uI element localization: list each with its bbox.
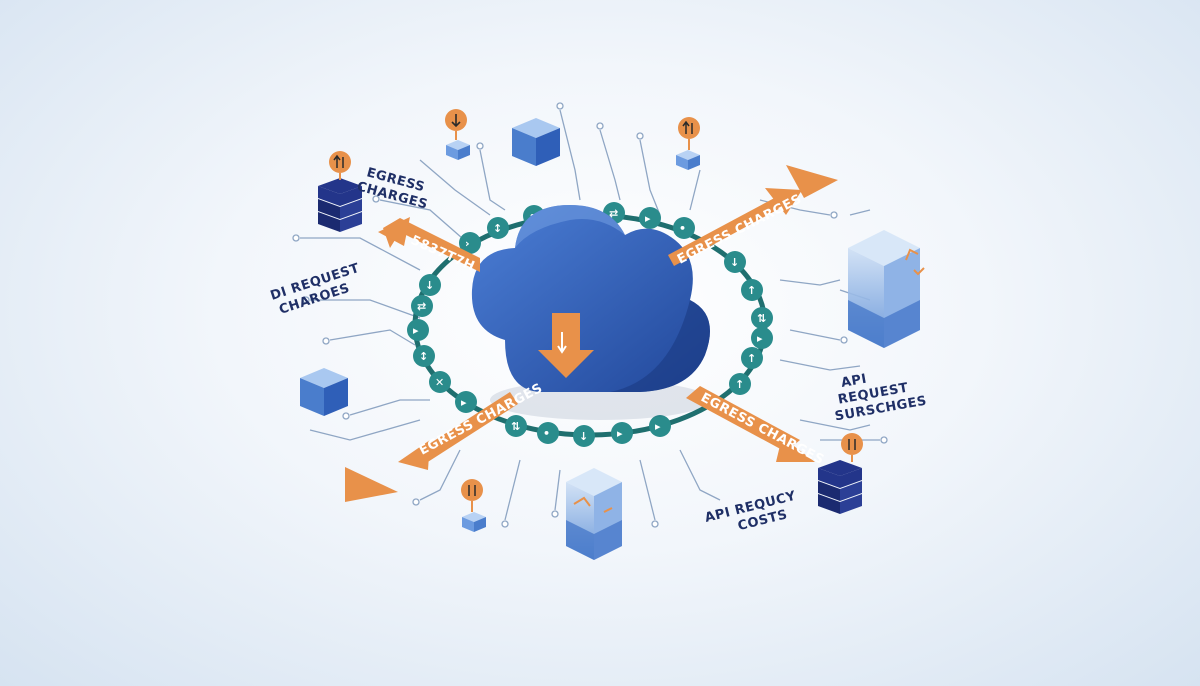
transfer-badge-icon — [445, 109, 467, 140]
svg-text:▸: ▸ — [413, 324, 419, 337]
download-arrow-icon — [538, 313, 594, 378]
svg-text:›: › — [465, 237, 470, 250]
ring-node: ↓ — [419, 274, 441, 296]
svg-text:▸: ▸ — [645, 212, 651, 225]
svg-text:⇅: ⇅ — [511, 420, 520, 433]
transfer-badge-icon — [841, 433, 863, 462]
svg-text:✕: ✕ — [435, 376, 444, 389]
transfer-badge-icon — [329, 151, 351, 180]
egress-charges-label: EGRESS CHARGES — [355, 165, 429, 212]
arrow-bottom-right: EGRESS CHARGES — [686, 386, 827, 468]
api-request-costs-label: API REQUCY COSTS — [703, 489, 797, 534]
ring-node: ⇅ — [751, 307, 773, 329]
ring-node: ↑ — [741, 279, 763, 301]
server-stack-icon — [318, 178, 362, 232]
ring-node: ▸ — [455, 391, 477, 413]
ring-node: ↑ — [729, 373, 751, 395]
server-stack-icon — [818, 460, 862, 514]
di-request-label: DI REQUEST CHAROES — [269, 261, 362, 318]
svg-text:API: API — [840, 372, 868, 391]
svg-text:•: • — [543, 427, 550, 440]
svg-text:↓: ↓ — [730, 256, 739, 269]
svg-text:⇅: ⇅ — [757, 312, 766, 325]
ring-node: › — [459, 232, 481, 254]
ring-node: ▸ — [407, 319, 429, 341]
glass-vault-icon — [566, 468, 622, 560]
svg-text:⇄: ⇄ — [609, 207, 618, 220]
api-request-surcharges-label: API REQUEST SURSCHGES — [834, 372, 928, 425]
arrow-bottom-right-label: EGRESS CHARGES — [698, 390, 826, 468]
arrow-bottom-left-label: EGRESS CHARGES — [417, 381, 545, 459]
connection-ring: › ↕ • ⇄ ▸ • ↓ ↑ ⇅ ▸ ↑ ↑ ↓ ⇄ ▸ ↕ ✕ ▸ ⇅ • … — [407, 202, 773, 447]
ring-node: ▸ — [639, 207, 661, 229]
svg-text:↕: ↕ — [493, 222, 502, 235]
triangle-top-right — [786, 165, 838, 198]
transfer-badge-icon — [461, 479, 483, 512]
svg-text:▸: ▸ — [655, 420, 661, 433]
ring-node: ⇄ — [411, 295, 433, 317]
svg-text:▸: ▸ — [617, 427, 623, 440]
svg-text:↓: ↓ — [579, 430, 588, 443]
svg-text:↑: ↑ — [735, 378, 744, 391]
ring-node: ↓ — [724, 251, 746, 273]
svg-text:▸: ▸ — [461, 396, 467, 409]
storage-block-icon — [512, 118, 560, 166]
ring-node: • — [537, 422, 559, 444]
ring-node: ▸ — [649, 415, 671, 437]
svg-text:↑: ↑ — [747, 352, 756, 365]
ring-node: ▸ — [611, 422, 633, 444]
triangle-bottom-left — [345, 467, 398, 502]
small-block-icon — [462, 512, 486, 532]
ring-node: • — [673, 217, 695, 239]
svg-text:↑: ↑ — [747, 284, 756, 297]
transfer-badge-icon — [678, 117, 700, 150]
storage-block-icon — [300, 368, 348, 416]
ring-node: ⇅ — [505, 415, 527, 437]
svg-text:▸: ▸ — [757, 332, 763, 345]
ring-node: ↓ — [573, 425, 595, 447]
ring-node: ↕ — [487, 217, 509, 239]
svg-text:↓: ↓ — [425, 279, 434, 292]
ring-node: ▸ — [751, 327, 773, 349]
svg-text:•: • — [679, 222, 686, 235]
small-block-icon — [446, 140, 470, 160]
ring-node: ↕ — [413, 345, 435, 367]
small-block-icon — [676, 150, 700, 170]
ring-node: ↑ — [741, 347, 763, 369]
glass-vault-icon — [848, 230, 925, 348]
svg-text:⇄: ⇄ — [417, 300, 426, 313]
cloud-icon — [471, 205, 710, 420]
ring-node: ✕ — [429, 371, 451, 393]
svg-text:↕: ↕ — [419, 350, 428, 363]
